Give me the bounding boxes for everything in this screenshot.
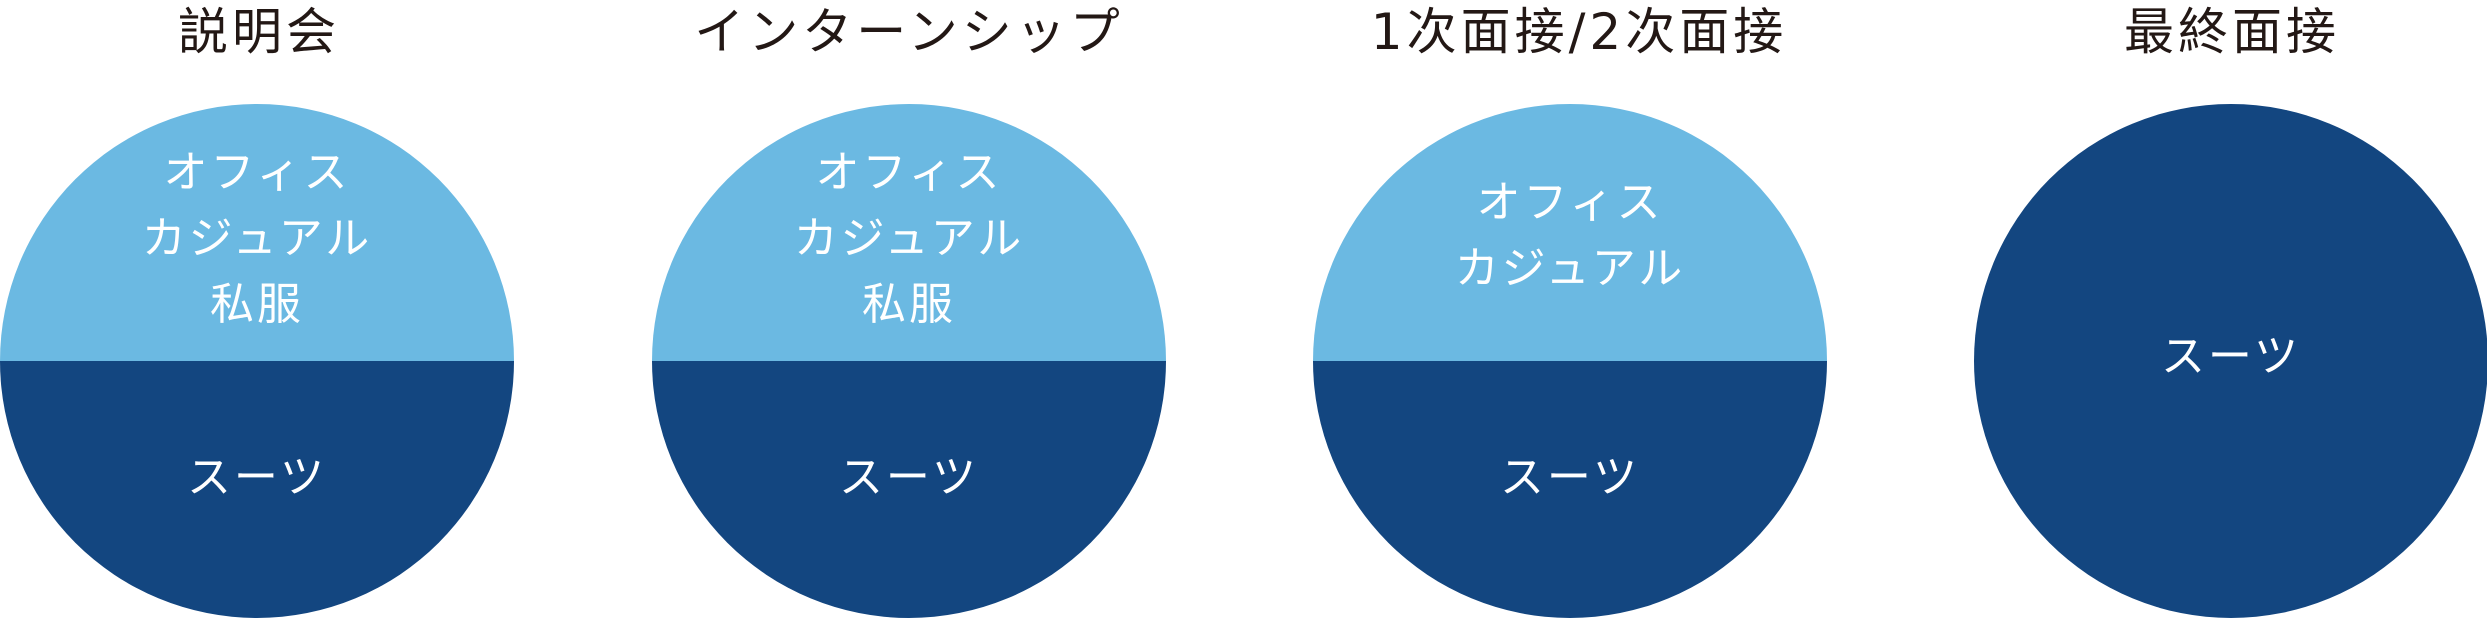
suit-segment: スーツ (1313, 361, 1827, 618)
stage-title-final-interview: 最終面接 (2124, 3, 2340, 61)
label-line: 私服 (210, 279, 304, 330)
casual-label: オフィス カジュアル 私服 (0, 140, 514, 338)
casual-segment: オフィス カジュアル 私服 (0, 104, 514, 361)
stage-circle-final-interview: スーツ (1974, 104, 2487, 618)
suit-segment: スーツ (0, 361, 514, 618)
suit-segment: スーツ (1974, 104, 2487, 618)
casual-label: オフィス カジュアル 私服 (652, 140, 1166, 338)
label-line: 私服 (862, 279, 956, 330)
suit-label: スーツ (838, 452, 980, 503)
stage-circle-info-session: オフィス カジュアル 私服 スーツ (0, 104, 514, 618)
suit-label: スーツ (186, 452, 328, 503)
stage-title-internship: インターンシップ (694, 3, 1124, 61)
stage-circle-internship: オフィス カジュアル 私服 スーツ (652, 104, 1166, 618)
suit-label: スーツ (1499, 452, 1641, 503)
label-line: カジュアル (793, 213, 1025, 264)
casual-label: オフィス カジュアル (1313, 170, 1827, 302)
stage-title-first-second-interview: 1次面接/2次面接 (1370, 3, 1788, 61)
suit-label: スーツ (2160, 331, 2302, 382)
label-line: オフィス (163, 147, 351, 198)
casual-segment: オフィス カジュアル (1313, 104, 1827, 361)
stage-circle-first-second-interview: オフィス カジュアル スーツ (1313, 104, 1827, 618)
label-line: オフィス (1476, 177, 1664, 228)
label-line: カジュアル (141, 213, 373, 264)
casual-segment: オフィス カジュアル 私服 (652, 104, 1166, 361)
label-line: カジュアル (1454, 243, 1686, 294)
label-line: オフィス (815, 147, 1003, 198)
stage-title-info-session: 説明会 (178, 3, 340, 61)
suit-segment: スーツ (652, 361, 1166, 618)
